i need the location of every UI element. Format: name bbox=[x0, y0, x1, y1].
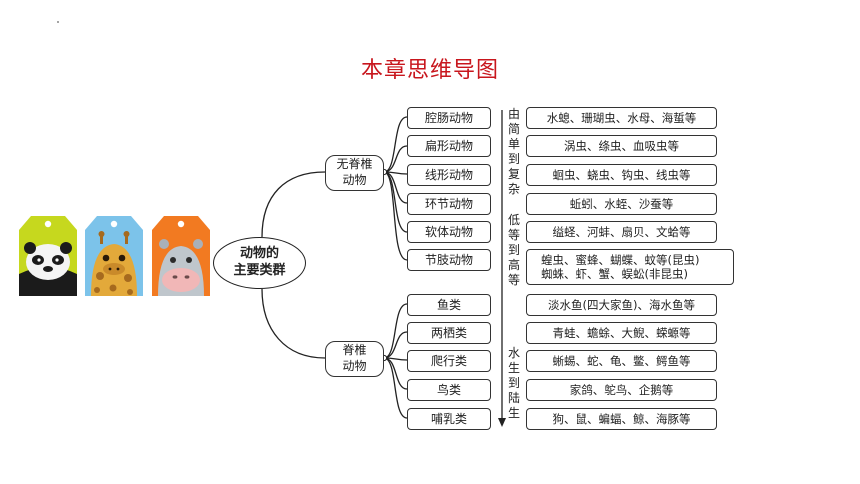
hippo-icon bbox=[152, 216, 210, 296]
group-reptiles: 爬行类 bbox=[407, 350, 491, 372]
invertebrates-line-2: 动物 bbox=[342, 173, 367, 187]
examples-mammals: 狗、鼠、蝙蝠、鲸、海豚等 bbox=[526, 408, 717, 430]
group-birds: 鸟类 bbox=[407, 379, 491, 401]
invertebrates-line-1: 无脊椎 bbox=[336, 157, 373, 172]
group-mammals: 哺乳类 bbox=[407, 408, 491, 430]
examples-fish: 淡水鱼(四大家鱼)、海水鱼等 bbox=[526, 294, 717, 316]
page-title: 本章思维导图 bbox=[360, 58, 499, 83]
decorative-dot bbox=[57, 21, 59, 23]
invertebrates-node: 无脊椎 动物 bbox=[325, 155, 384, 191]
group-mollusca: 软体动物 bbox=[407, 221, 491, 243]
trend-low-to-high: 低 等 到 高 等 bbox=[507, 213, 520, 287]
root-line-1: 动物的 bbox=[239, 246, 279, 262]
group-annelida: 环节动物 bbox=[407, 193, 491, 215]
examples-annelida: 蚯蚓、水蛭、沙蚕等 bbox=[526, 193, 717, 215]
examples-arthropoda: 蝗虫、蜜蜂、蝴蝶、蚊等(昆虫) 蜘蛛、虾、蟹、蜈蚣(非昆虫) bbox=[526, 249, 734, 285]
group-nematoda: 线形动物 bbox=[407, 164, 491, 186]
examples-cnidaria: 水螅、珊瑚虫、水母、海蜇等 bbox=[526, 107, 717, 129]
examples-platyhelminthes: 涡虫、绦虫、血吸虫等 bbox=[526, 135, 717, 157]
vertebrates-node: 脊椎 动物 bbox=[325, 341, 384, 377]
root-node: 动物的 主要类群 bbox=[213, 237, 306, 289]
panda-icon bbox=[19, 216, 77, 296]
examples-birds: 家鸽、鸵鸟、企鹅等 bbox=[526, 379, 717, 401]
examples-reptiles: 蜥蜴、蛇、龟、鳖、鳄鱼等 bbox=[526, 350, 717, 372]
group-amphibians: 两栖类 bbox=[407, 322, 491, 344]
examples-arthropoda-insects: 蝗虫、蜜蜂、蝴蝶、蚊等(昆虫) bbox=[541, 252, 700, 267]
group-fish: 鱼类 bbox=[407, 294, 491, 316]
giraffe-icon bbox=[85, 216, 143, 296]
examples-mollusca: 缢蛏、河蚌、扇贝、文蛤等 bbox=[526, 221, 717, 243]
vertebrates-line-2: 动物 bbox=[342, 359, 367, 373]
group-cnidaria: 腔肠动物 bbox=[407, 107, 491, 129]
examples-arthropoda-non-insects: 蜘蛛、虾、蟹、蜈蚣(非昆虫) bbox=[541, 267, 688, 281]
examples-nematoda: 蛔虫、蛲虫、钩虫、线虫等 bbox=[526, 164, 717, 186]
group-arthropoda: 节肢动物 bbox=[407, 249, 491, 271]
trend-simple-to-complex: 由 简 单 到 复 杂 bbox=[507, 107, 520, 196]
trend-water-to-land: 水 生 到 陆 生 bbox=[507, 346, 520, 420]
group-platyhelminthes: 扁形动物 bbox=[407, 135, 491, 157]
examples-amphibians: 青蛙、蟾蜍、大鲵、蝾螈等 bbox=[526, 322, 717, 344]
root-line-2: 主要类群 bbox=[233, 263, 286, 278]
vertebrates-line-1: 脊椎 bbox=[342, 343, 367, 358]
